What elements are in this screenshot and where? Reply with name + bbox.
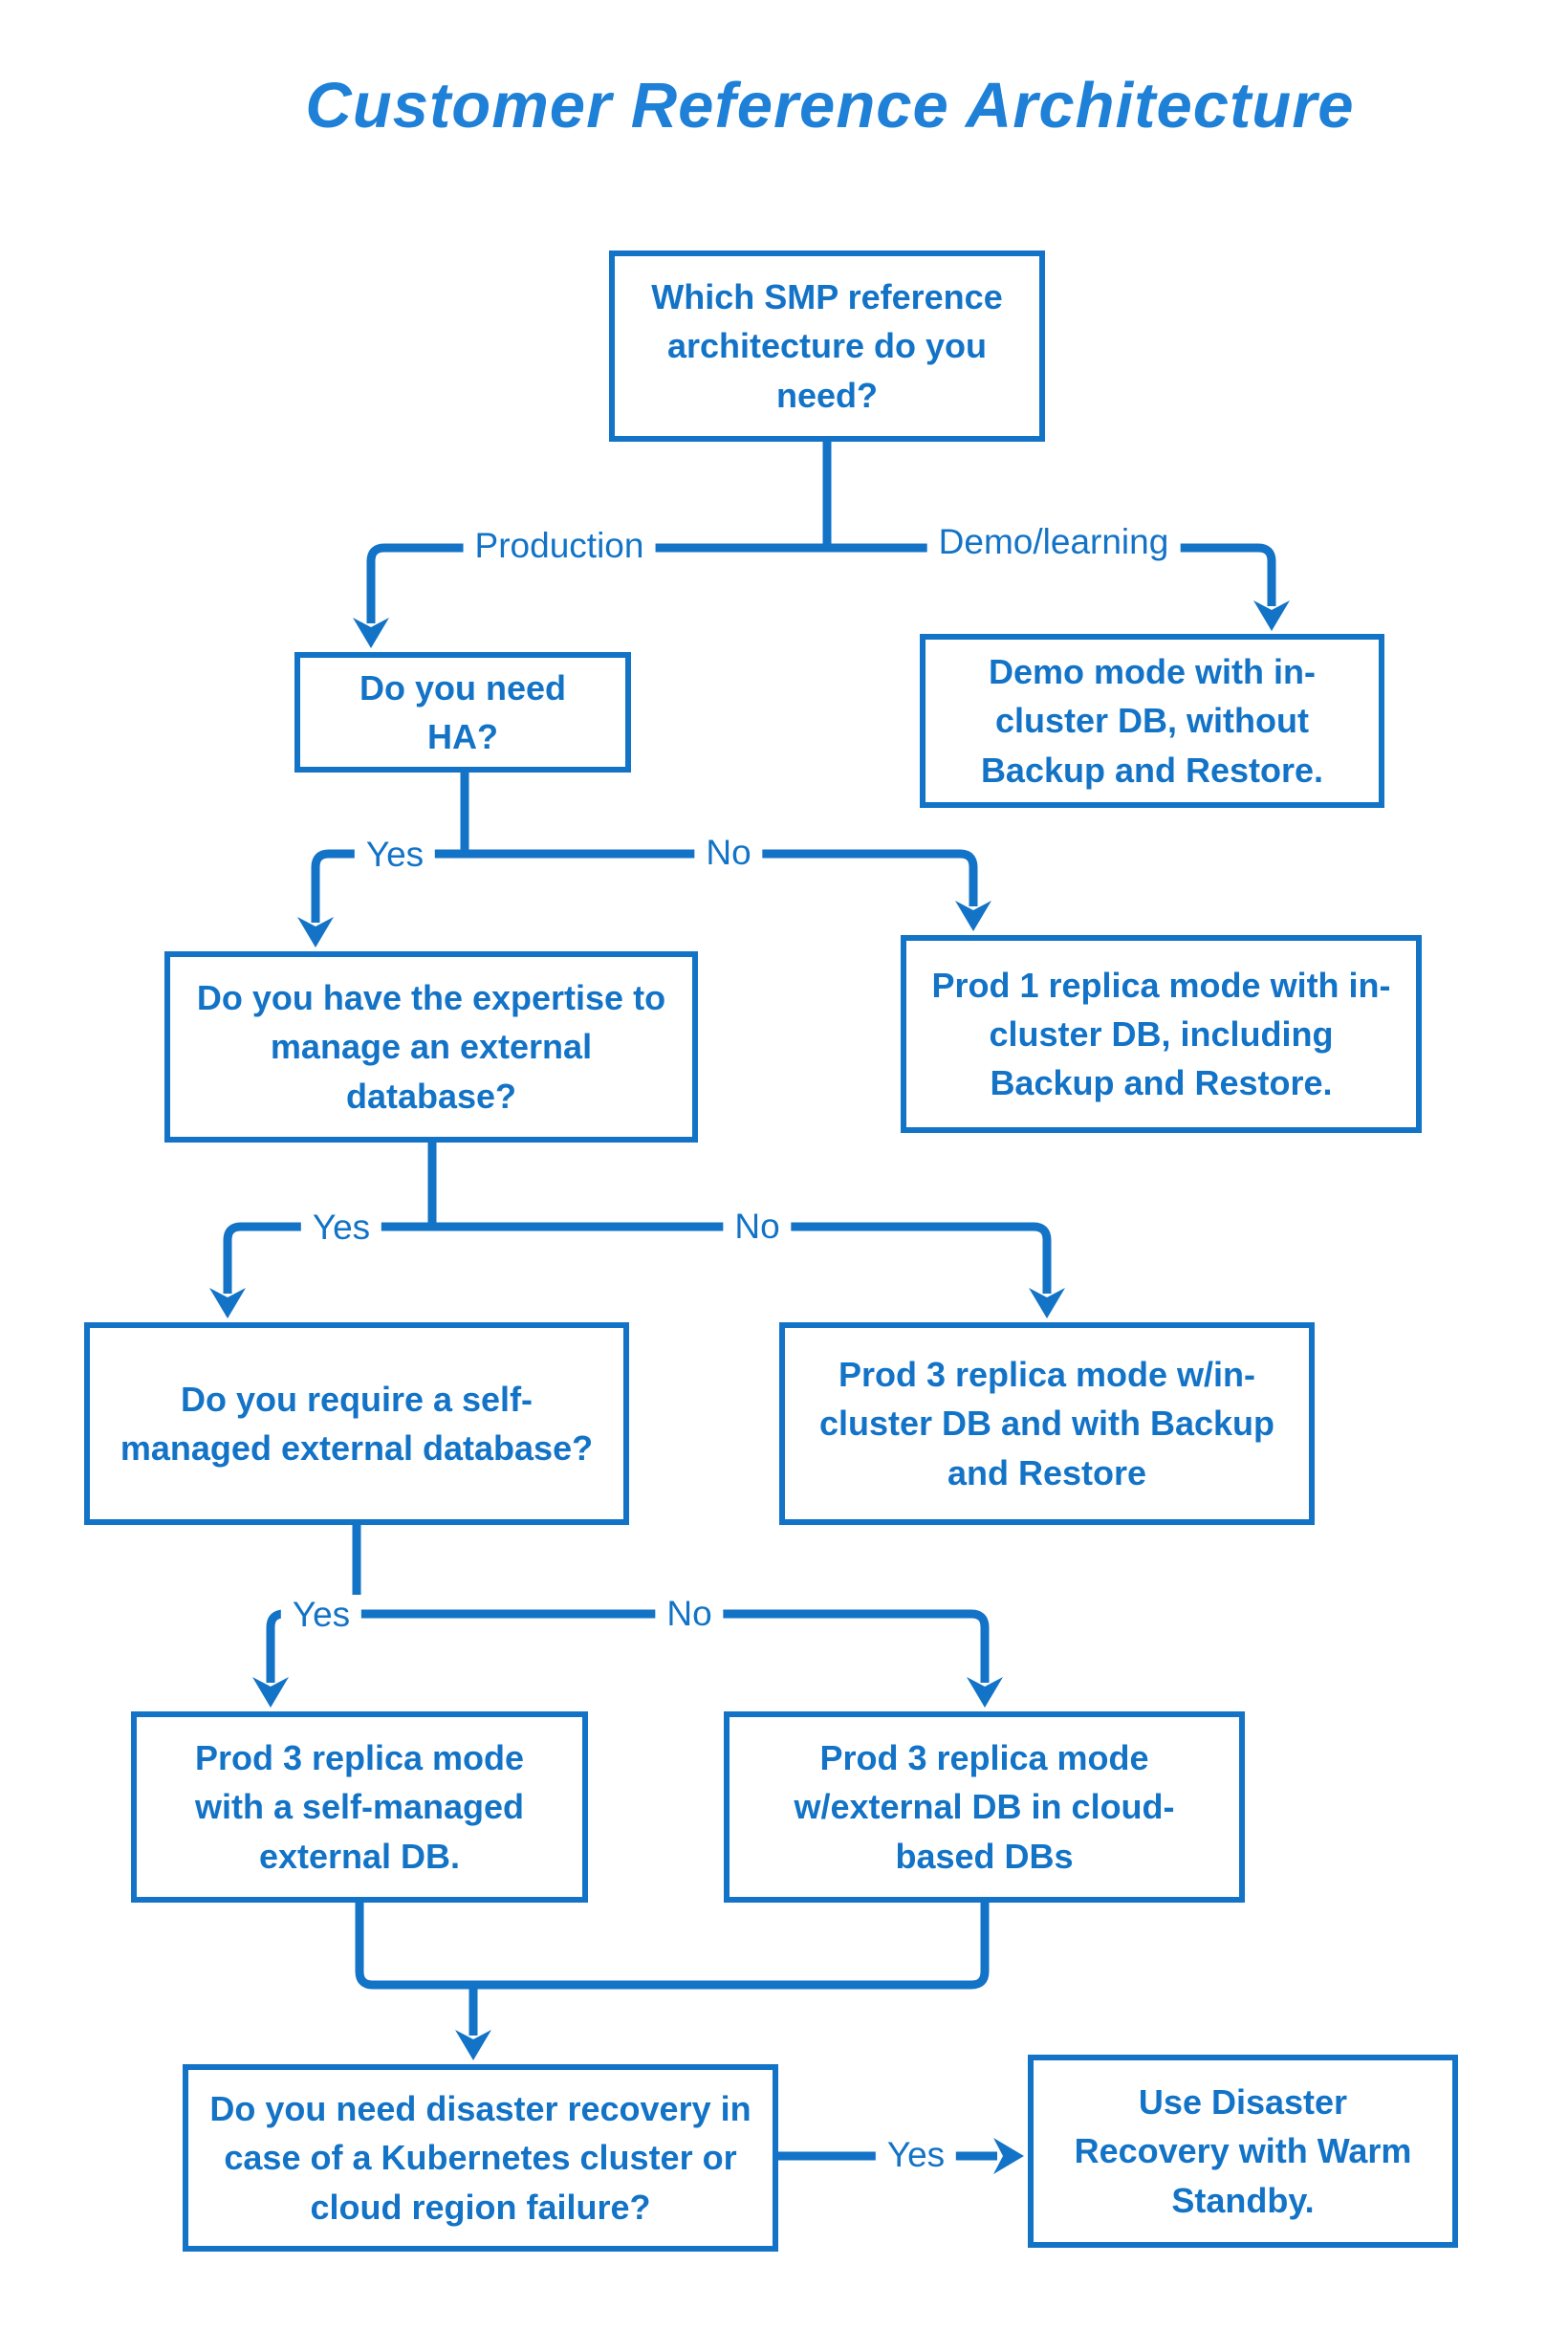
box-prod3-selfmanaged: Prod 3 replica mode with a self-managed … bbox=[131, 1711, 588, 1903]
arrowhead-into-prod1 bbox=[955, 901, 991, 931]
box-prod3-cloud: Prod 3 replica mode w/external DB in clo… bbox=[724, 1711, 1245, 1903]
edge-label-demo-learning: Demo/learning bbox=[926, 522, 1181, 562]
arrowhead-into-selfmanaged bbox=[209, 1288, 246, 1318]
box-prod1-incluster: Prod 1 replica mode with in-cluster DB, … bbox=[901, 935, 1422, 1133]
edge-label-expertise-yes: Yes bbox=[300, 1208, 382, 1248]
arrowhead-into-demo bbox=[1253, 600, 1290, 631]
box-demo-mode: Demo mode with in-cluster DB, without Ba… bbox=[920, 634, 1384, 808]
decision-expertise-external-db: Do you have the expertise to manage an e… bbox=[164, 951, 698, 1143]
arrowhead-into-dr bbox=[455, 2030, 491, 2060]
connector-production-branch bbox=[366, 543, 827, 623]
arrowhead-into-warmstandby bbox=[993, 2138, 1024, 2174]
box-prod3-incluster: Prod 3 replica mode w/in-cluster DB and … bbox=[779, 1322, 1315, 1525]
connector-ha-yes-no bbox=[311, 849, 978, 923]
edge-label-dr-yes: Yes bbox=[875, 2135, 957, 2175]
decision-selfmanaged-db: Do you require a self-managed external d… bbox=[84, 1322, 629, 1525]
decision-disaster-recovery: Do you need disaster recovery in case of… bbox=[183, 2064, 778, 2252]
edge-label-selfmanaged-yes: Yes bbox=[280, 1595, 362, 1635]
arrowhead-into-prod3-cloud bbox=[967, 1677, 1003, 1708]
edge-label-production: Production bbox=[463, 526, 656, 566]
arrowhead-into-ha bbox=[353, 618, 389, 648]
box-warm-standby: Use Disaster Recovery with Warm Standby. bbox=[1028, 2055, 1458, 2248]
edge-label-selfmanaged-no: No bbox=[655, 1594, 724, 1634]
edge-label-ha-no: No bbox=[694, 833, 763, 873]
decision-which-architecture: Which SMP reference architecture do you … bbox=[609, 250, 1045, 442]
arrowhead-into-prod3-selfmanaged bbox=[252, 1677, 289, 1708]
connector-merge bbox=[355, 1900, 990, 1990]
edge-label-ha-yes: Yes bbox=[354, 835, 436, 875]
connector-selfmanaged-yes-no bbox=[266, 1609, 990, 1683]
decision-need-ha: Do you need HA? bbox=[294, 652, 631, 773]
connector-demo-branch bbox=[827, 543, 1276, 606]
page-title: Customer Reference Architecture bbox=[305, 70, 1355, 142]
edge-label-expertise-no: No bbox=[723, 1207, 792, 1247]
arrowhead-into-expertise bbox=[297, 917, 334, 947]
connector-expertise-yes-no bbox=[223, 1222, 1052, 1294]
arrowhead-into-prod3-incluster bbox=[1029, 1288, 1065, 1318]
